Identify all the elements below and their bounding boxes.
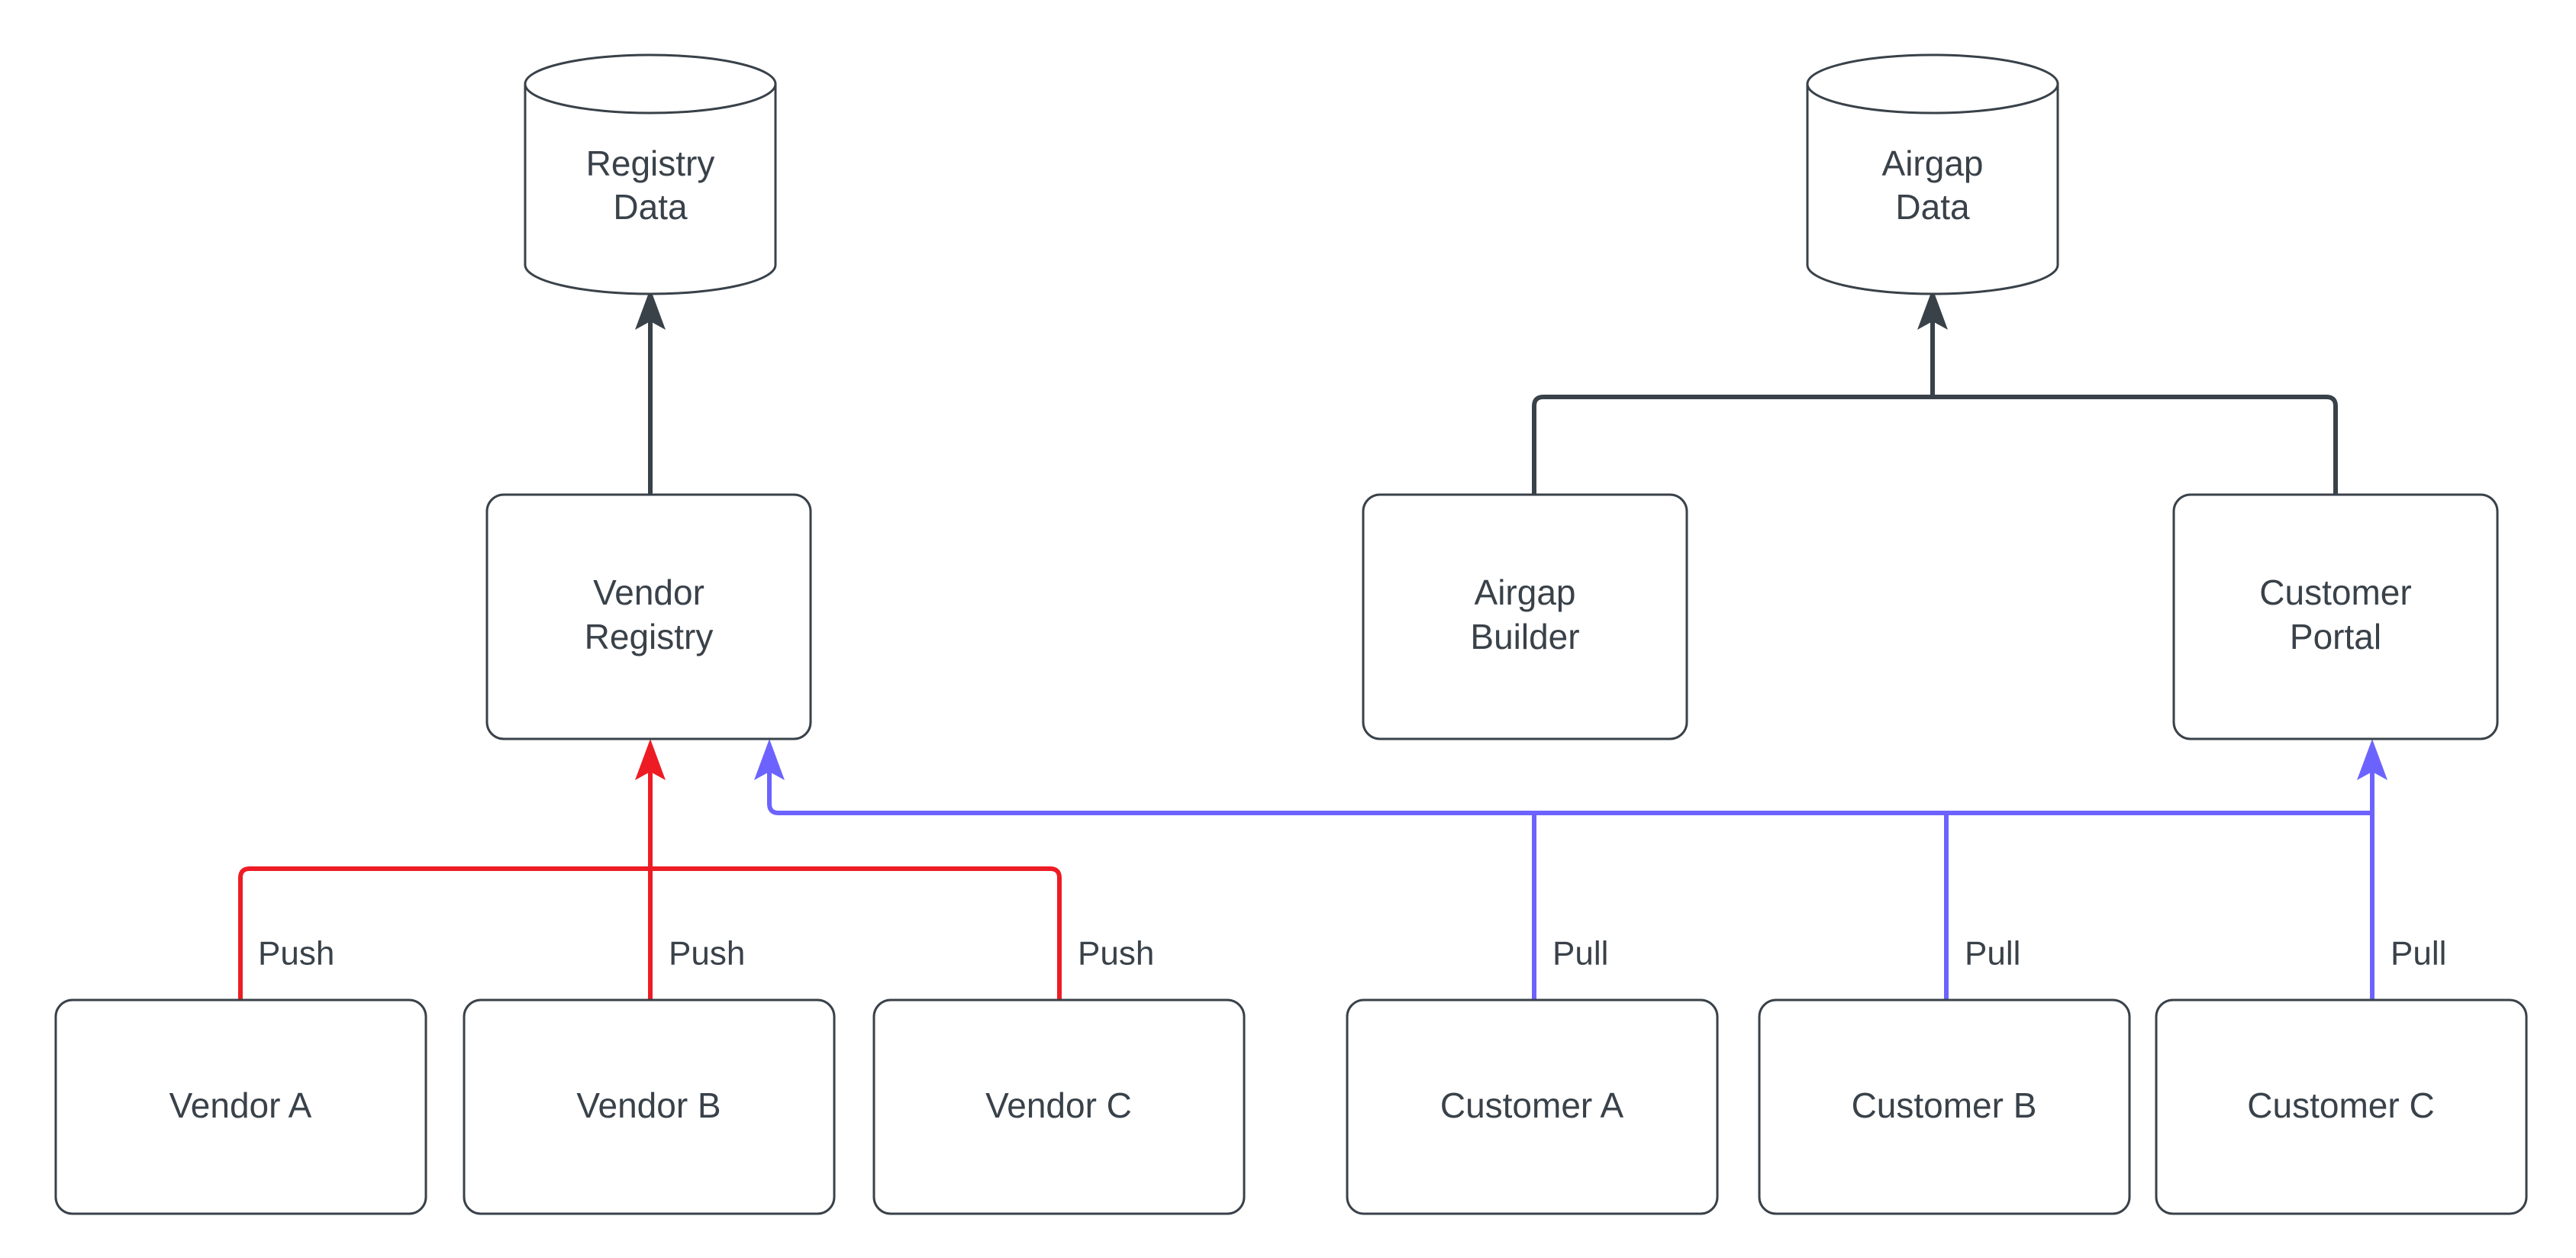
edge-label-pull-customer-a: Pull [1552,935,1608,973]
actor-vendor-c-label: Vendor C [985,1085,1132,1125]
actor-vendor-b-label: Vendor B [576,1085,721,1125]
edge-push-vendor-a [238,866,650,1000]
service-customer-portal[interactable]: Customer Portal [2172,493,2499,740]
actor-customer-c-label: Customer C [2247,1085,2434,1125]
actor-customer-a[interactable]: Customer A [1346,998,1719,1215]
edge-airgap-bus-arrow [1917,289,1948,397]
datastore-registry-data-line1: Registry [586,144,715,183]
actor-vendor-a-label: Vendor A [169,1085,312,1125]
edge-push-vendor-c [650,866,1062,1000]
service-vendor-registry[interactable]: Vendor Registry [485,493,812,740]
edge-push-bus-arrow [635,739,666,869]
actor-customer-c[interactable]: Customer C [2155,998,2528,1215]
edge-label-pull-customer-b: Pull [1965,935,2020,973]
edge-pull-bus [754,739,2372,815]
service-customer-portal-line2: Portal [2290,617,2381,656]
service-customer-portal-line1: Customer [2259,573,2411,612]
service-airgap-builder-line1: Airgap [1475,573,1576,612]
datastore-airgap-data[interactable]: Airgap Data [1806,53,2059,295]
edge-label-push-vendor-a: Push [258,935,334,973]
service-airgap-builder-line2: Builder [1470,617,1579,656]
actor-customer-b[interactable]: Customer B [1758,998,2131,1215]
service-vendor-registry-line2: Registry [585,617,714,656]
edge-label-push-vendor-b: Push [669,935,745,973]
datastore-airgap-data-line2: Data [1895,187,1970,227]
edge-label-push-vendor-c: Push [1078,935,1154,973]
actor-customer-b-label: Customer B [1852,1085,2037,1125]
service-vendor-registry-line1: Vendor [593,573,704,612]
edge-pull-bus-to-customer-portal [2357,739,2387,813]
datastore-registry-data-line2: Data [613,187,688,227]
edge-label-pull-customer-c: Pull [2391,935,2446,973]
datastore-registry-data[interactable]: Registry Data [524,53,777,295]
edge-airgap-builder-to-airgap-data [1532,395,1933,495]
actor-vendor-c[interactable]: Vendor C [872,998,1246,1215]
actor-customer-a-label: Customer A [1440,1085,1624,1125]
datastore-airgap-data-line1: Airgap [1882,144,1984,183]
edge-customer-portal-to-airgap-data [1933,395,2338,495]
edge-vendor-registry-to-registry-data [635,289,666,495]
actor-vendor-a[interactable]: Vendor A [54,998,427,1215]
actor-vendor-b[interactable]: Vendor B [463,998,836,1215]
service-airgap-builder[interactable]: Airgap Builder [1362,493,1688,740]
